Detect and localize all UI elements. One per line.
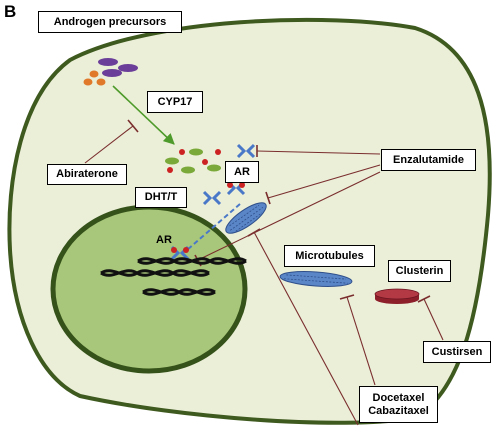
custirsen-tbar	[417, 295, 431, 303]
ar-nucleus-label: AR	[156, 234, 172, 246]
androgen-receptor-icon	[236, 143, 256, 159]
taxane-ar-tbar	[247, 228, 261, 237]
ar-translocation-dashed	[186, 203, 241, 251]
abiraterone-label: Abiraterone	[47, 164, 127, 185]
taxanes-label: Docetaxel Cabazitaxel	[359, 386, 438, 423]
androgen-receptor-bound-icon	[226, 180, 246, 196]
nuclear-androgen-receptor-icon	[170, 245, 190, 261]
taxane-microtubule-line	[346, 296, 376, 386]
cyp17-label: CYP17	[147, 91, 203, 113]
custirsen-line	[423, 298, 444, 341]
panel-letter: B	[4, 2, 17, 21]
dna-helix-icon	[137, 257, 247, 265]
custirsen-label: Custirsen	[423, 341, 491, 363]
taxane-ar-line	[253, 231, 359, 426]
enzalutamide-binding-line	[256, 150, 381, 155]
clusterin-label: Clusterin	[388, 260, 451, 282]
cyp17-conversion-arrow	[112, 85, 175, 145]
abiraterone-tbar	[127, 119, 139, 133]
enzalutamide-label: Enzalutamide	[381, 149, 476, 171]
enzalutamide-ar-line	[267, 164, 381, 199]
dna-helix-icon	[100, 269, 210, 277]
taxane-microtubule-tbar	[339, 294, 355, 300]
clusterin-disc-icon	[374, 288, 420, 304]
ar-cytoplasm-label: AR	[225, 161, 259, 183]
microtubule-icon	[225, 202, 267, 234]
dna-helix-icon	[142, 288, 216, 296]
androgen-precursors-cluster	[83, 58, 138, 86]
androgen-precursors-label: Androgen precursors	[38, 11, 182, 33]
abiraterone-inhibition-line	[84, 125, 134, 164]
enzalutamide-ar-tbar	[265, 191, 271, 205]
microtubules-label: Microtubules	[284, 245, 375, 267]
androgens-cluster	[165, 148, 221, 174]
enzalutamide-nuclear-line	[197, 171, 381, 261]
dht-t-label: DHT/T	[135, 187, 187, 208]
inhibition-lines	[84, 119, 444, 426]
microtubule-icon	[279, 271, 353, 287]
cabazitaxel-text: Cabazitaxel	[368, 404, 429, 417]
androgen-receptor-icon	[202, 190, 222, 206]
docetaxel-text: Docetaxel	[372, 391, 425, 404]
